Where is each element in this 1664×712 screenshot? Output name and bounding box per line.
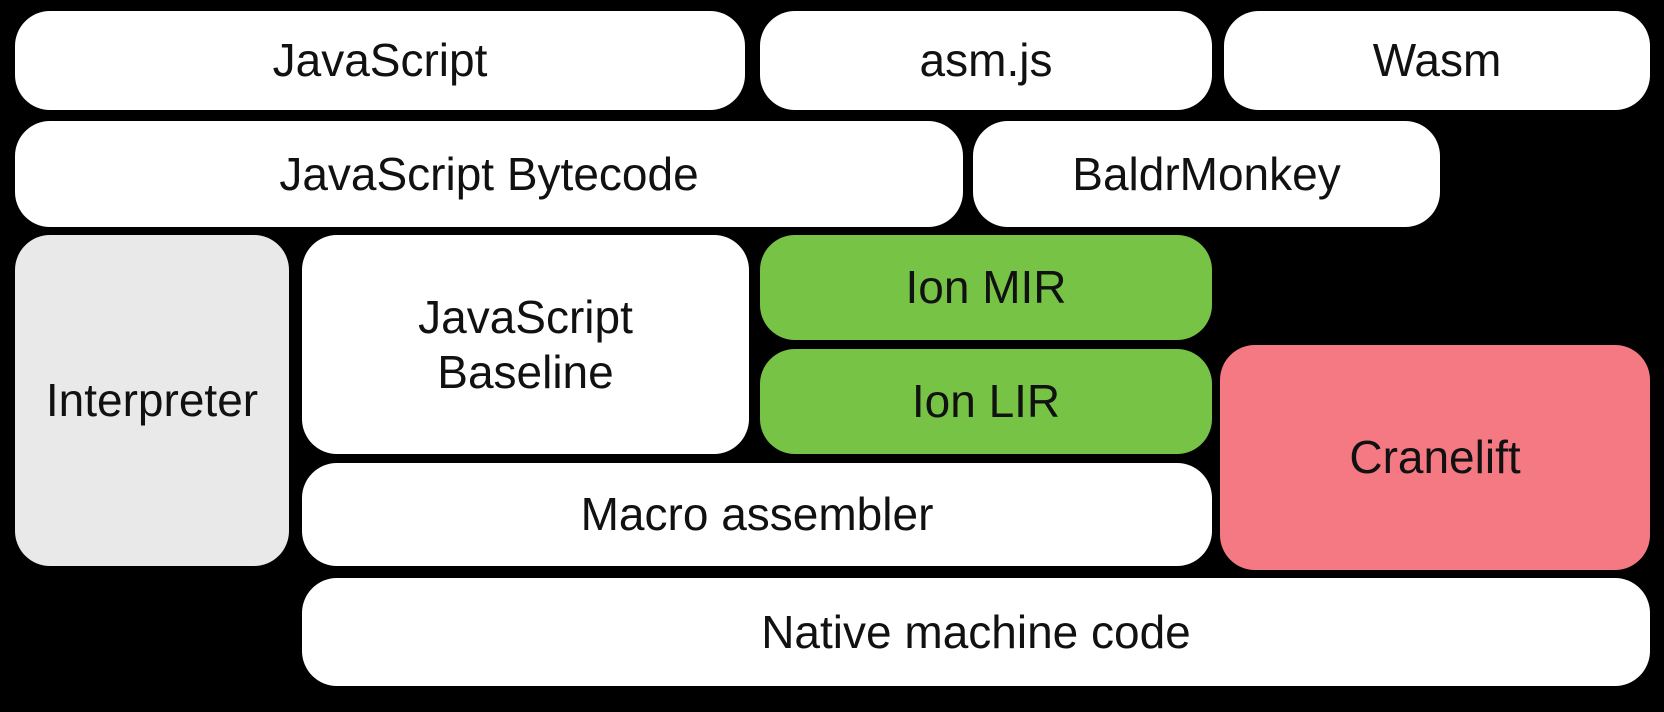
block-cranelift: Cranelift	[1220, 345, 1650, 570]
block-ion-mir: Ion MIR	[760, 235, 1212, 340]
block-javascript-baseline: JavaScript Baseline	[302, 235, 749, 454]
block-baldrmonkey-label: BaldrMonkey	[1072, 147, 1341, 200]
block-ion-lir-label: Ion LIR	[911, 375, 1061, 428]
block-javascript-baseline-label: JavaScript Baseline	[418, 291, 633, 398]
block-asmjs: asm.js	[760, 11, 1212, 110]
block-javascript: JavaScript	[15, 11, 745, 110]
block-interpreter-label: Interpreter	[45, 374, 259, 427]
block-javascript-bytecode-label: JavaScript Bytecode	[279, 147, 699, 200]
block-asmjs-label: asm.js	[919, 34, 1053, 87]
block-ion-mir-label: Ion MIR	[905, 261, 1067, 314]
block-wasm: Wasm	[1224, 11, 1650, 110]
block-macro-assembler: Macro assembler	[302, 463, 1212, 566]
block-native-machine-code-label: Native machine code	[761, 605, 1191, 658]
block-wasm-label: Wasm	[1372, 34, 1502, 87]
block-native-machine-code: Native machine code	[302, 578, 1650, 686]
block-macro-assembler-label: Macro assembler	[580, 488, 934, 541]
block-interpreter: Interpreter	[15, 235, 289, 566]
block-javascript-label: JavaScript	[272, 34, 488, 87]
block-baldrmonkey: BaldrMonkey	[973, 121, 1440, 227]
block-javascript-bytecode: JavaScript Bytecode	[15, 121, 963, 227]
block-cranelift-label: Cranelift	[1349, 431, 1521, 484]
block-ion-lir: Ion LIR	[760, 349, 1212, 454]
